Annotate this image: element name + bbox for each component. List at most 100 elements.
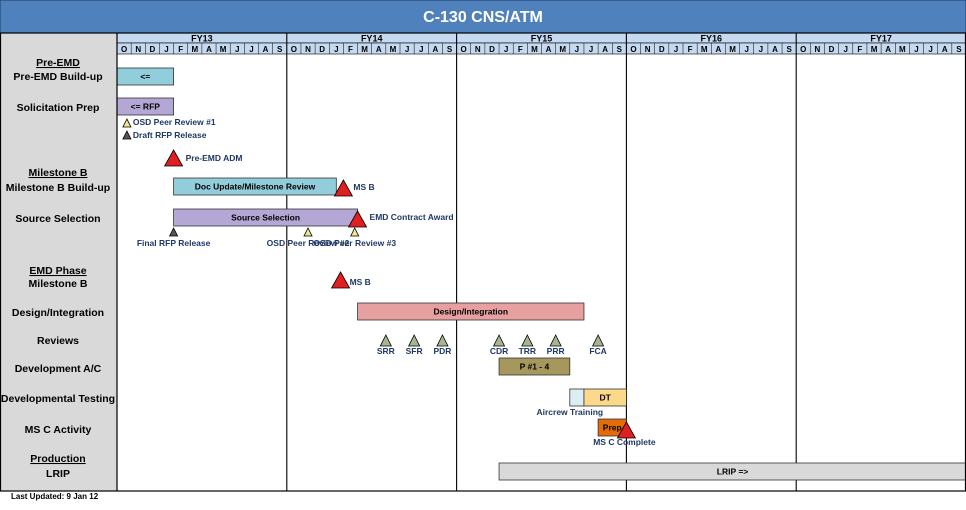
milestone-label: FCA: [589, 346, 606, 356]
month-label: M: [559, 45, 566, 54]
month-label: A: [942, 45, 948, 54]
schedule-bar-label: <= RFP: [131, 102, 161, 112]
month-label: J: [928, 45, 932, 54]
month-label: D: [829, 45, 835, 54]
month-label: M: [361, 45, 368, 54]
milestone-triangle: [347, 210, 368, 228]
month-label: M: [390, 45, 397, 54]
chart-title: C-130 CNS/ATM: [423, 9, 543, 26]
last-updated-note: Last Updated: 9 Jan 12: [11, 492, 99, 501]
fiscal-year-label: FY15: [531, 34, 553, 44]
month-label: S: [786, 45, 792, 54]
month-label: M: [191, 45, 198, 54]
month-label: J: [249, 45, 253, 54]
month-label: M: [899, 45, 906, 54]
month-label: O: [121, 45, 127, 54]
schedule-bar: [498, 462, 966, 481]
schedule-bar-label: P #1 - 4: [520, 362, 550, 372]
month-label: D: [149, 45, 155, 54]
month-label: M: [871, 45, 878, 54]
month-label: J: [235, 45, 239, 54]
month-label: F: [348, 45, 353, 54]
month-label: S: [617, 45, 623, 54]
month-label: A: [602, 45, 608, 54]
schedule-bar-label: <=: [140, 72, 150, 82]
milestone-label: Draft RFP Release: [133, 130, 207, 140]
month-label: S: [447, 45, 453, 54]
row-label: Developmental Testing: [1, 393, 115, 405]
milestone-label: TRR: [519, 346, 536, 356]
month-label: F: [178, 45, 183, 54]
schedule-bar-label: Design/Integration: [433, 307, 508, 317]
milestone-triangle: [521, 334, 534, 347]
milestone-triangle: [549, 334, 562, 347]
month-label: J: [914, 45, 918, 54]
schedule-bar: [498, 357, 571, 376]
month-label: F: [518, 45, 523, 54]
milestone-label: PDR: [433, 346, 451, 356]
milestone-triangle: [333, 179, 354, 197]
milestone-label: OSD Peer Review #3: [313, 238, 396, 248]
schedule-bar: [583, 388, 627, 407]
month-label: J: [744, 45, 748, 54]
month-label: A: [206, 45, 212, 54]
milestone-label: EMD Contract Award: [370, 212, 454, 222]
month-label: O: [630, 45, 636, 54]
row-label-column: [0, 33, 117, 491]
milestone-triangle: [303, 227, 313, 237]
milestone-label: Final RFP Release: [137, 238, 211, 248]
month-label: A: [432, 45, 438, 54]
fiscal-year-label: FY17: [870, 34, 892, 44]
milestone-triangle: [436, 334, 449, 347]
milestone-label: CDR: [490, 346, 508, 356]
month-label: M: [729, 45, 736, 54]
milestone-label: MS C Complete: [593, 437, 656, 447]
row-label: Pre-EMD Build-up: [13, 71, 102, 83]
month-label: S: [956, 45, 962, 54]
month-label: S: [277, 45, 283, 54]
row-label: Milestone B Build-up: [6, 182, 110, 194]
month-label: J: [419, 45, 423, 54]
fiscal-year-label: FY13: [191, 34, 213, 44]
month-label: J: [405, 45, 409, 54]
schedule-bar-label: LRIP =>: [717, 467, 749, 477]
month-label: O: [461, 45, 467, 54]
milestone-triangle: [330, 271, 351, 289]
month-label: J: [164, 45, 168, 54]
month-label: D: [659, 45, 665, 54]
row-label: Solicitation Prep: [17, 102, 100, 114]
milestone-label: MS B: [353, 182, 374, 192]
month-label: A: [885, 45, 891, 54]
row-label: Production: [30, 453, 85, 465]
month-label: J: [589, 45, 593, 54]
month-label: A: [376, 45, 382, 54]
row-label: Source Selection: [15, 213, 100, 225]
schedule-bar-label: Doc Update/Milestone Review: [195, 182, 316, 192]
month-label: N: [305, 45, 311, 54]
milestone-triangle: [122, 130, 132, 140]
row-label: Development A/C: [15, 363, 102, 375]
milestone-label: SFR: [406, 346, 423, 356]
milestone-label: Aircrew Training: [536, 407, 603, 417]
schedule-bar-label: Source Selection: [231, 213, 300, 223]
milestone-triangle: [168, 227, 179, 237]
milestone-triangle: [350, 227, 360, 237]
row-label: LRIP: [46, 468, 70, 480]
month-label: A: [263, 45, 269, 54]
month-label: J: [334, 45, 338, 54]
milestone-triangle: [591, 334, 605, 347]
milestone-label: OSD Peer Review #2: [267, 238, 350, 248]
milestone-label: SRR: [377, 346, 395, 356]
month-label: A: [772, 45, 778, 54]
milestone-label: OSD Peer Review #1: [133, 117, 216, 127]
fiscal-year-label: FY16: [701, 34, 723, 44]
row-label: Design/Integration: [12, 307, 104, 319]
schedule-bar: [569, 388, 585, 407]
row-label: EMD Phase: [29, 265, 86, 277]
milestone-triangle: [616, 421, 637, 439]
row-label: Pre-EMD: [36, 57, 80, 69]
month-label: O: [800, 45, 806, 54]
month-label: M: [220, 45, 227, 54]
month-label: O: [291, 45, 297, 54]
